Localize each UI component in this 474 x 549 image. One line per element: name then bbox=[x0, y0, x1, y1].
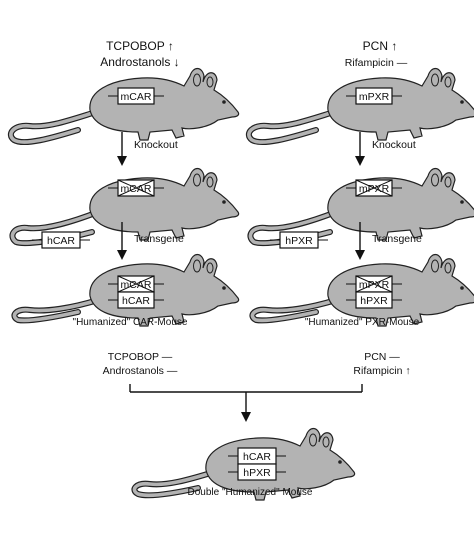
transgene-hpxr-label: hPXR bbox=[285, 235, 313, 247]
transgene-label-right: Transgene bbox=[372, 233, 422, 245]
gene-box-mpxr-knocked: mPXR bbox=[346, 179, 402, 197]
gene-stack-double: hCAR hPXR bbox=[228, 447, 286, 481]
mouse-left-1 bbox=[7, 67, 240, 146]
mouse-double bbox=[131, 427, 356, 501]
mouse-left-3 bbox=[11, 253, 240, 327]
top-left-line1: TCPOBOP ↑ bbox=[106, 39, 174, 53]
top-right-line1: PCN ↑ bbox=[363, 39, 398, 53]
gene-box-mcar-1: mCAR bbox=[108, 87, 164, 105]
gene-box-mcar-knocked: mCAR bbox=[108, 179, 164, 197]
arrow-transgene-right bbox=[355, 222, 365, 260]
gene-label-hcar-double: hCAR bbox=[243, 451, 271, 463]
gene-label-hcar-left: hCAR bbox=[122, 295, 150, 307]
mid-left-line2: Androstanols — bbox=[103, 365, 178, 377]
arrow-knockout-right bbox=[355, 132, 365, 166]
gene-stack-right: mPXR hPXR bbox=[346, 275, 402, 309]
knockout-label-left: Knockout bbox=[134, 139, 178, 151]
gene-label-hpxr-right: hPXR bbox=[360, 295, 388, 307]
gene-box-mpxr-1: mPXR bbox=[346, 87, 402, 105]
mid-right-line2: Rifampicin ↑ bbox=[353, 365, 410, 377]
caption-pxr-mouse: "Humanized" PXR-Mouse bbox=[305, 317, 420, 328]
gene-label-hpxr-double: hPXR bbox=[243, 467, 271, 479]
transgene-hcar-label: hCAR bbox=[47, 235, 75, 247]
knockout-label-right: Knockout bbox=[372, 139, 416, 151]
gene-label-mpxr-1: mPXR bbox=[359, 91, 390, 103]
mid-left-line1: TCPOBOP — bbox=[108, 351, 173, 363]
arrow-knockout-left bbox=[117, 132, 127, 166]
mouse-right-1 bbox=[245, 67, 474, 146]
transgene-hcar-box: hCAR bbox=[32, 231, 90, 249]
transgene-hpxr-box: hPXR bbox=[270, 231, 328, 249]
merge-arrow bbox=[129, 384, 363, 422]
mid-right-line1: PCN — bbox=[364, 351, 400, 363]
gene-stack-left: mCAR hCAR bbox=[108, 275, 164, 309]
caption-car-mouse: "Humanized" CAR-Mouse bbox=[73, 317, 188, 328]
mouse-right-3 bbox=[249, 253, 474, 327]
arrow-transgene-left bbox=[117, 222, 127, 260]
top-left-line2: Androstanols ↓ bbox=[100, 55, 179, 69]
top-right-line2: Rifampicin — bbox=[345, 57, 408, 69]
caption-double-mouse: Double "Humanized" Mouse bbox=[188, 487, 313, 498]
gene-label-mcar-1: mCAR bbox=[121, 91, 152, 103]
transgene-label-left: Transgene bbox=[134, 233, 184, 245]
